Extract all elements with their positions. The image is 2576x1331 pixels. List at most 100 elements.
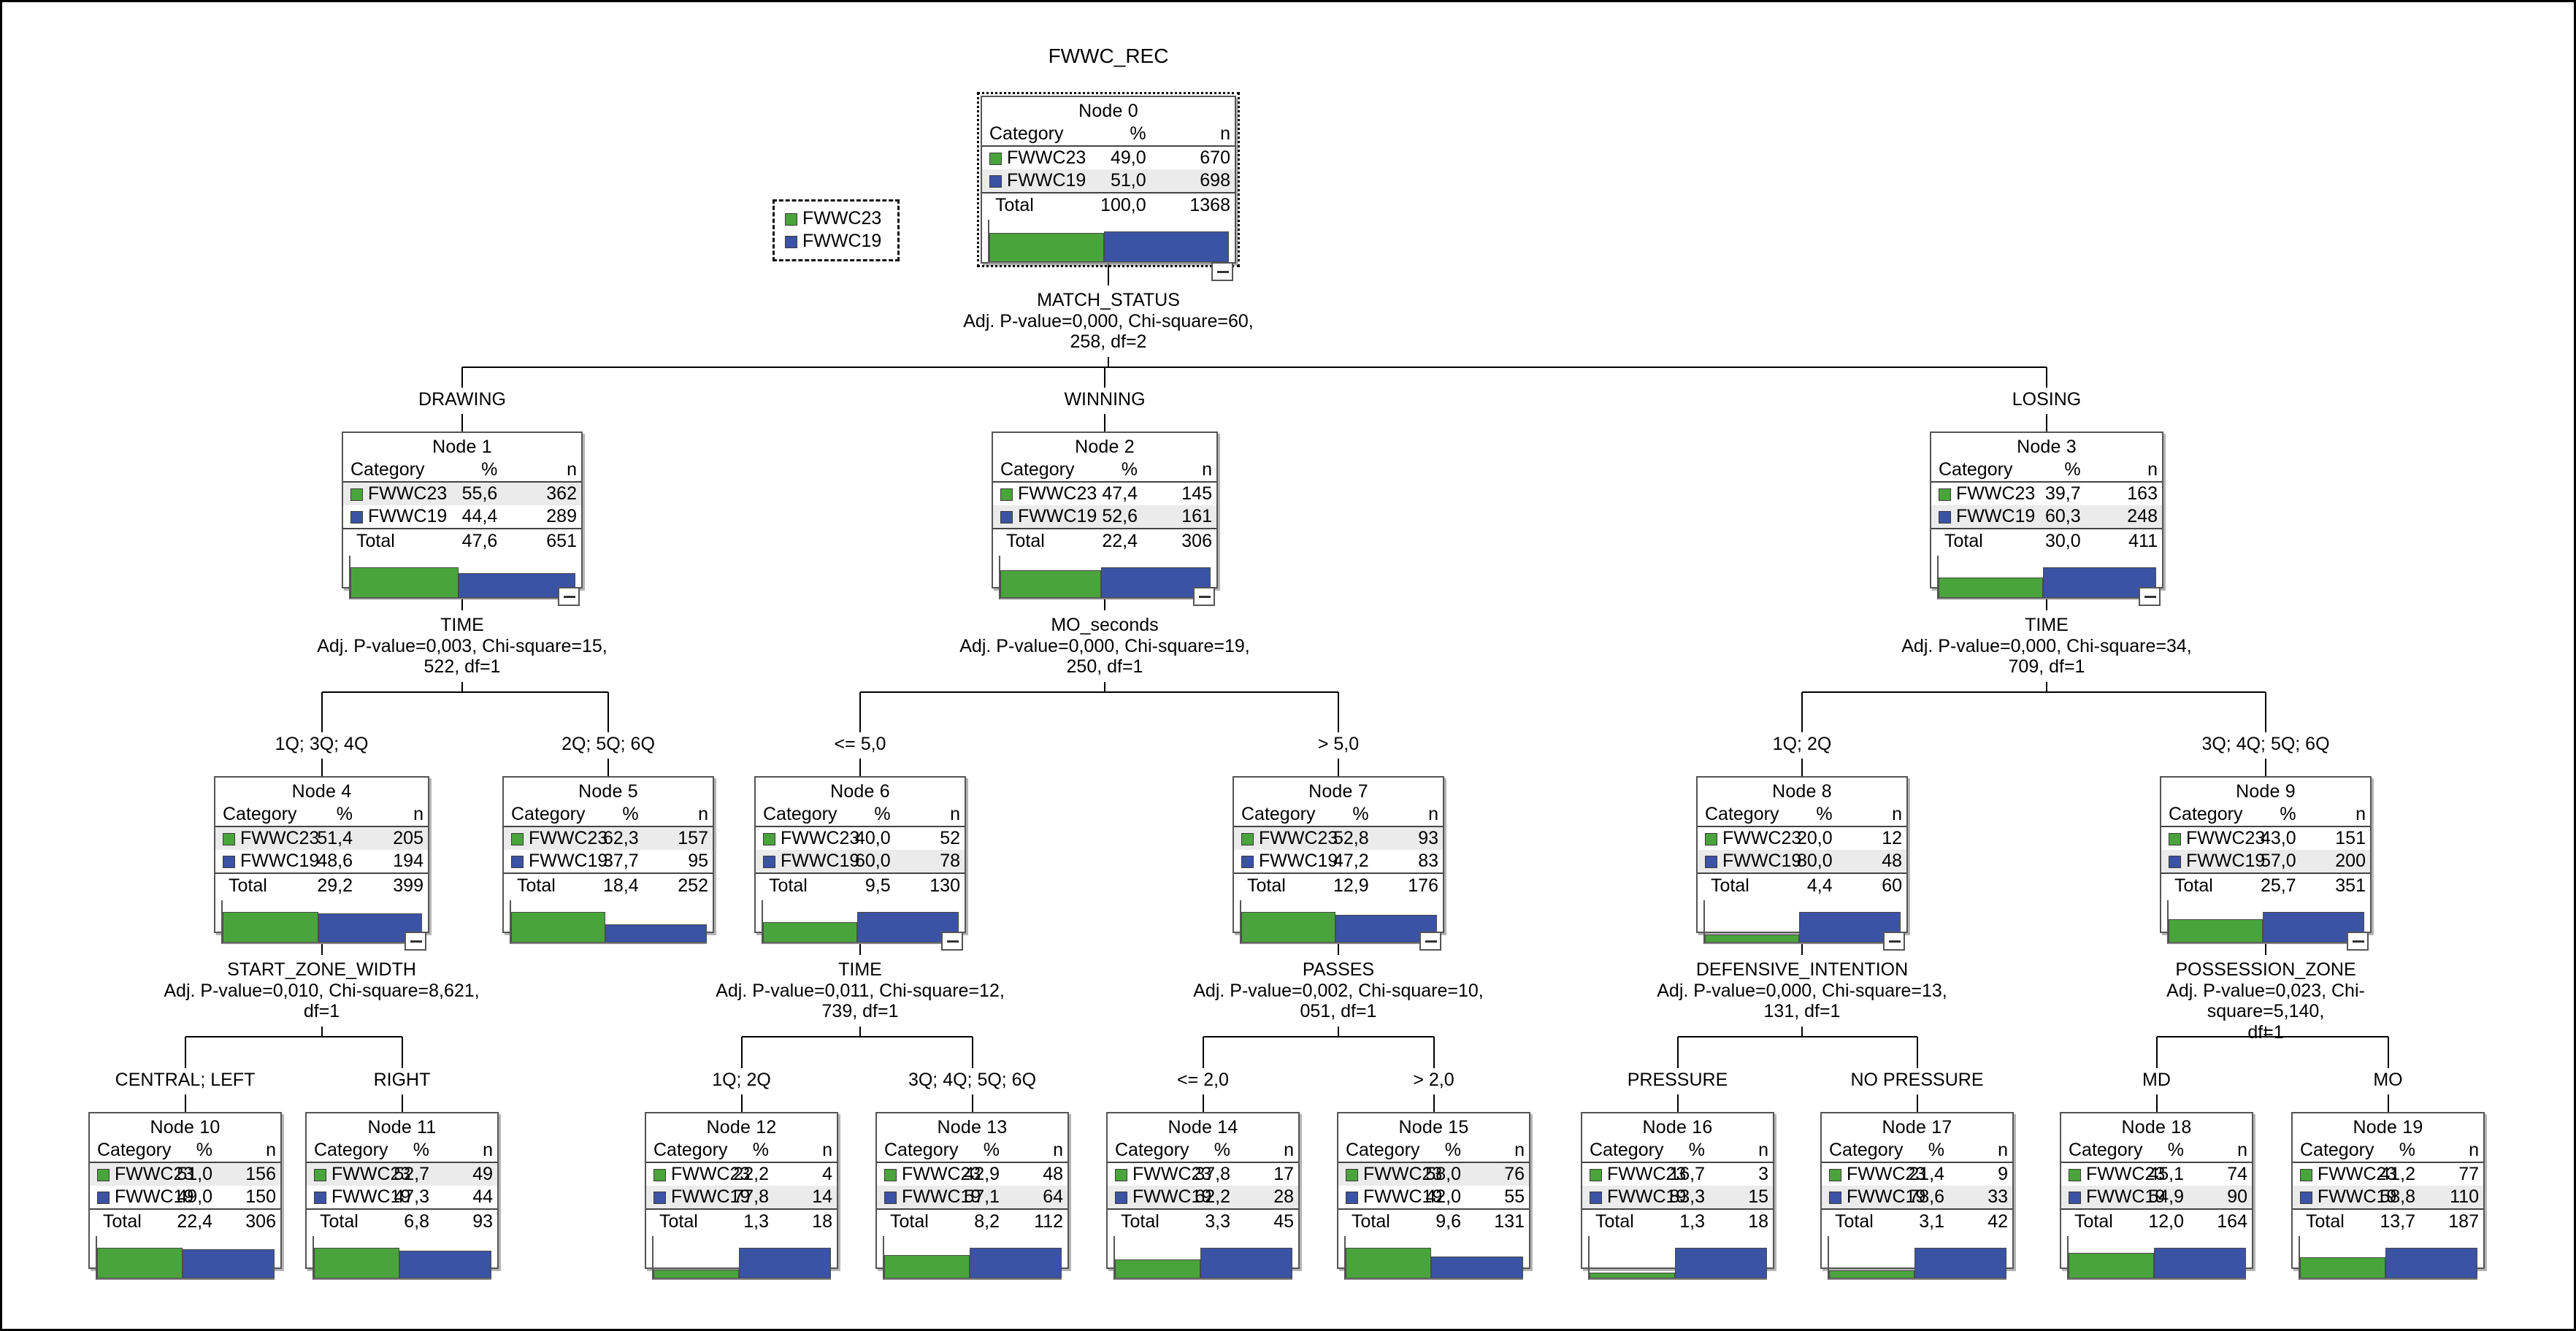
collapse-node-3-button[interactable] <box>2139 587 2161 606</box>
cell-n: 4 <box>822 1164 832 1184</box>
tree-edge-horizontal <box>1802 691 2266 693</box>
split-stats: Adj. P-value=0,000, Chi-square=60, 258, … <box>963 310 1254 353</box>
table-header-row: Category%n <box>90 1140 280 1163</box>
cell-pct: 37,8 <box>1195 1164 1230 1184</box>
cell-pct: 51,0 <box>1066 169 1151 193</box>
swatch-green-icon <box>989 153 1002 165</box>
swatch-green-icon <box>511 833 524 845</box>
collapse-node-4-button[interactable] <box>405 932 426 951</box>
tree-edge-horizontal <box>741 1036 973 1037</box>
cell-category: FWWC23 <box>2161 826 2265 850</box>
collapse-node-1-button[interactable] <box>558 587 580 606</box>
header-pct: % <box>1885 1140 1949 1163</box>
cell-total-n: 130 <box>894 872 965 897</box>
cell-total-n: 1368 <box>1150 192 1235 217</box>
cell-n: 17 <box>1273 1164 1294 1184</box>
bar-fwwc23 <box>1115 1259 1200 1278</box>
collapse-node-9-button[interactable] <box>2347 932 2369 951</box>
cell-n: 200 <box>2300 850 2370 873</box>
cell-category: FWWC19 <box>90 1186 193 1209</box>
collapse-node-8-button[interactable] <box>1883 932 1905 951</box>
bar-fwwc19 <box>182 1249 275 1278</box>
branch-label-mask <box>1952 388 2142 414</box>
header-n: n <box>1142 459 1216 483</box>
collapse-node-2-button[interactable] <box>1193 587 1215 606</box>
cell-total-pct: 9,6 <box>1402 1208 1465 1233</box>
cell-category: FWWC19 <box>504 850 607 873</box>
cell-category: FWWC23 <box>1582 1162 1686 1186</box>
cell-n: 205 <box>357 826 428 850</box>
cell-total-n: 306 <box>217 1208 280 1233</box>
branch-label-mask <box>226 732 417 759</box>
bar-fwwc19 <box>2043 567 2156 598</box>
branch-label-mask <box>1243 732 1433 759</box>
header-n: n <box>502 459 581 483</box>
split-variable: DEFENSIVE_INTENTION <box>1695 959 1909 980</box>
branch-label-node-18: MD <box>2142 1070 2171 1090</box>
header-category: Category <box>756 804 837 827</box>
cell-pct: 45,1 <box>2148 1164 2184 1184</box>
cell-category: FWWC19 <box>1108 1186 1211 1209</box>
cell-total-pct: 29,2 <box>286 872 357 897</box>
tree-edge-vertical <box>1338 933 1339 955</box>
cell-category: FWWC19 <box>2161 850 2265 873</box>
header-pct: % <box>2125 1140 2188 1163</box>
cell-category: FWWC23 <box>993 482 1097 505</box>
bar-fwwc23 <box>1829 1270 1914 1278</box>
branch-label-node-7: > 5,0 <box>1317 734 1360 754</box>
cell-n: 161 <box>1142 505 1216 529</box>
header-pct: % <box>573 804 643 827</box>
header-category: Category <box>504 804 585 827</box>
node-bar-chart <box>221 900 422 944</box>
branch-label-mask <box>646 1068 837 1094</box>
cell-n: 289 <box>546 506 577 526</box>
header-category: Category <box>982 123 1067 147</box>
cell-n: 145 <box>1181 483 1212 504</box>
collapse-node-7-button[interactable] <box>1419 932 1441 951</box>
table-header-row: Category%n <box>2061 1140 2252 1163</box>
cell-n: 74 <box>2227 1164 2247 1184</box>
cell-pct: 62,3 <box>573 826 643 850</box>
tree-edge-vertical <box>321 1027 323 1037</box>
swatch-blue-icon <box>653 1192 666 1204</box>
cell-total-n: 176 <box>1373 872 1443 897</box>
cell-total-n: 45 <box>1235 1208 1298 1233</box>
cell-total-pct: 4,4 <box>1767 872 1837 897</box>
collapse-node-6-button[interactable] <box>941 932 963 951</box>
node-title: Node 0 <box>1078 101 1138 121</box>
tree-edge-vertical <box>1108 264 1109 285</box>
collapse-node-0-button[interactable] <box>1211 262 1233 281</box>
bar-fwwc19 <box>2153 1248 2246 1278</box>
